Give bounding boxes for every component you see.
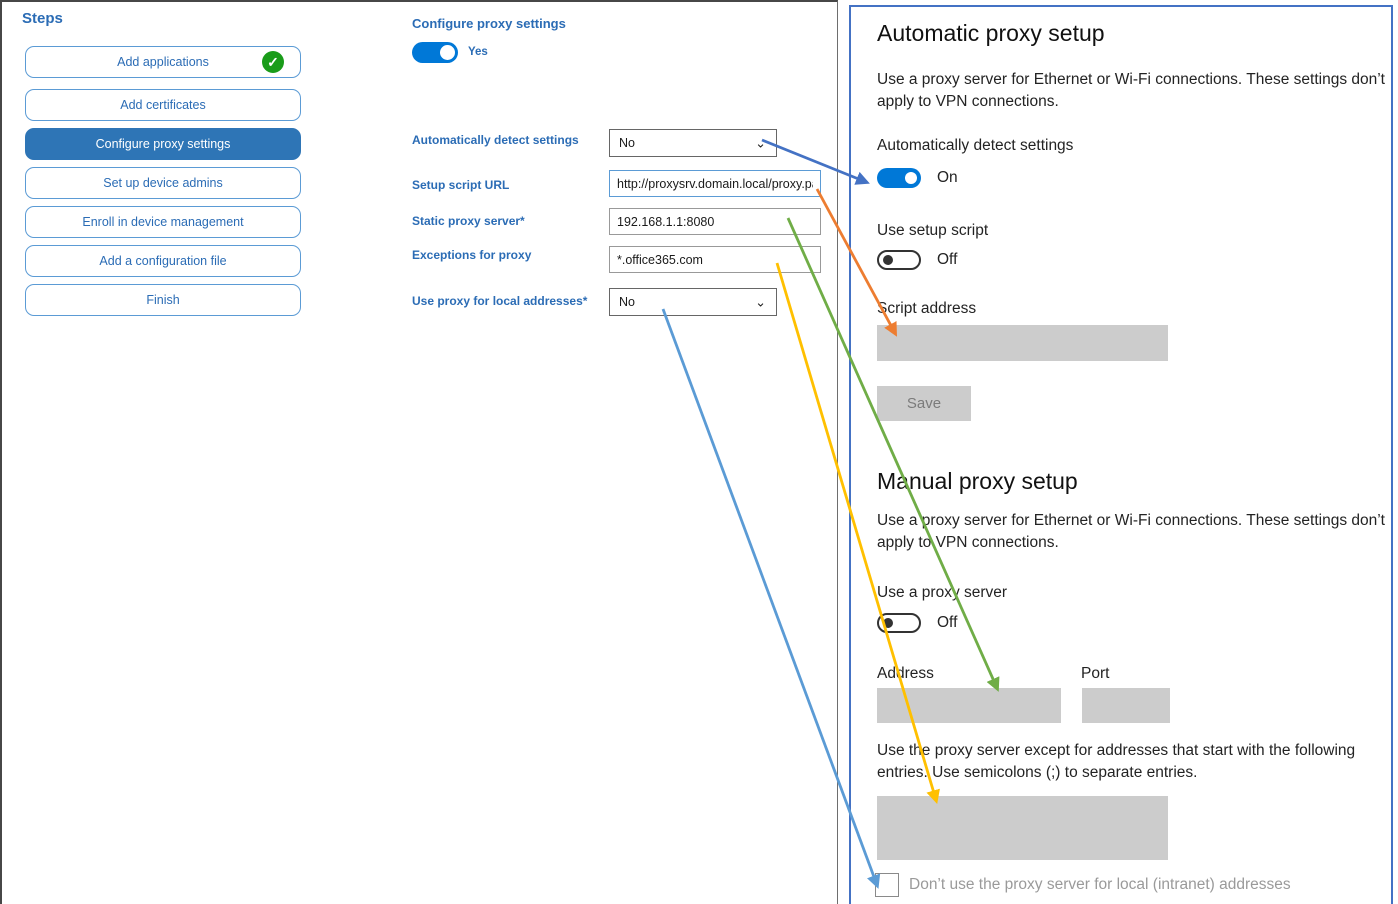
proxy-exceptions-description: Use the proxy server except for addresse… [877, 742, 1356, 781]
check-icon: ✓ [262, 51, 284, 73]
static-proxy-server-input[interactable] [609, 208, 821, 235]
use-proxy-server-state: Off [937, 614, 958, 631]
exceptions-for-proxy-input[interactable] [609, 246, 821, 273]
dropdown-value: No [619, 136, 635, 150]
use-setup-script-toggle[interactable] [877, 250, 921, 270]
dropdown-value: No [619, 295, 635, 309]
step-label: Configure proxy settings [95, 137, 231, 151]
script-address-label: Script address [877, 300, 977, 317]
step-label: Set up device admins [103, 176, 223, 190]
use-setup-script-label: Use setup script [877, 222, 989, 239]
script-address-input[interactable] [877, 325, 1168, 361]
steps-heading: Steps [22, 10, 63, 27]
proxy-exceptions-textarea[interactable] [877, 796, 1168, 860]
step-add-a-configuration-file[interactable]: Add a configuration file [25, 245, 301, 277]
step-add-certificates[interactable]: Add certificates [25, 89, 301, 121]
automatic-proxy-setup-heading: Automatic proxy setup [877, 20, 1105, 46]
chevron-down-icon: ⌄ [755, 135, 766, 151]
save-button[interactable]: Save [877, 386, 971, 421]
detect-settings-label: Automatically detect settings [877, 137, 1074, 154]
use-proxy-server-label: Use a proxy server [877, 584, 1008, 601]
use-proxy-server-toggle[interactable] [877, 613, 921, 633]
address-label: Address [877, 665, 934, 682]
windows-settings-pane: Automatic proxy setup Use a proxy server… [849, 5, 1393, 904]
use-setup-script-state: Off [937, 251, 958, 268]
automatic-proxy-description: Use a proxy server for Ethernet or Wi-Fi… [877, 71, 1385, 110]
label-exceptions-for-proxy: Exceptions for proxy [412, 248, 532, 262]
local-addresses-checkbox-row: Don’t use the proxy server for local (in… [875, 873, 1291, 897]
step-label: Add a configuration file [99, 254, 227, 268]
configure-proxy-toggle[interactable] [412, 42, 458, 63]
chevron-down-icon: ⌄ [755, 294, 766, 310]
port-input[interactable] [1082, 688, 1170, 723]
step-label: Add applications [117, 55, 209, 69]
toggle-knob [883, 255, 893, 265]
manual-proxy-description: Use a proxy server for Ethernet or Wi-Fi… [877, 512, 1385, 551]
wizard-pane: Steps Add applications ✓ Add certificate… [0, 0, 838, 904]
label-setup-script-url: Setup script URL [412, 178, 510, 192]
use-proxy-for-local-addresses-dropdown[interactable]: No ⌄ [609, 288, 777, 316]
step-label: Add certificates [120, 98, 206, 112]
label-static-proxy-server: Static proxy server* [412, 214, 525, 228]
configure-proxy-toggle-label: Yes [468, 46, 488, 58]
step-set-up-device-admins[interactable]: Set up device admins [25, 167, 301, 199]
address-input[interactable] [877, 688, 1061, 723]
manual-proxy-setup-heading: Manual proxy setup [877, 468, 1078, 494]
step-label: Finish [146, 293, 180, 307]
toggle-knob [883, 618, 893, 628]
local-addresses-checkbox-label: Don’t use the proxy server for local (in… [909, 876, 1291, 893]
toggle-knob [905, 172, 917, 184]
detect-settings-toggle[interactable] [877, 168, 921, 188]
setup-script-url-input[interactable] [609, 170, 821, 197]
step-configure-proxy-settings[interactable]: Configure proxy settings [25, 128, 301, 160]
detect-settings-state: On [937, 169, 958, 186]
toggle-knob [440, 45, 455, 60]
label-automatically-detect-settings: Automatically detect settings [412, 133, 579, 147]
step-add-applications[interactable]: Add applications ✓ [25, 46, 301, 78]
label-use-proxy-for-local-addresses: Use proxy for local addresses* [412, 294, 588, 308]
step-finish[interactable]: Finish [25, 284, 301, 316]
port-label: Port [1081, 665, 1110, 682]
step-label: Enroll in device management [82, 215, 244, 229]
local-addresses-checkbox[interactable] [875, 873, 899, 897]
automatically-detect-settings-dropdown[interactable]: No ⌄ [609, 129, 777, 157]
form-title: Configure proxy settings [412, 16, 566, 31]
step-enroll-in-device-management[interactable]: Enroll in device management [25, 206, 301, 238]
